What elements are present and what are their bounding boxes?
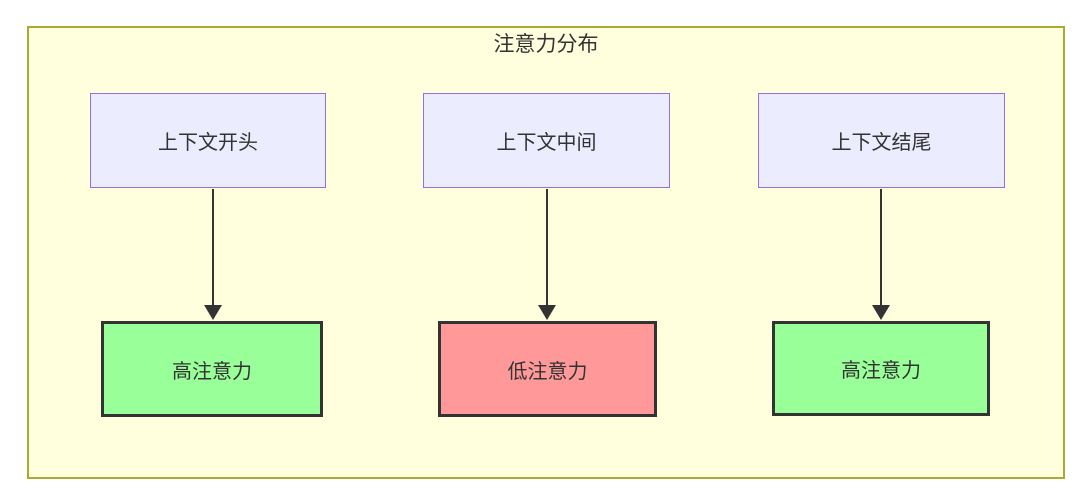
node-context-end: 上下文结尾	[758, 93, 1005, 188]
node-context-middle: 上下文中间	[423, 93, 670, 188]
node-low-attention-middle: 低注意力	[438, 321, 657, 417]
node-high-attention-left: 高注意力	[101, 321, 323, 417]
node-high-attention-right: 高注意力	[772, 321, 990, 416]
diagram-title: 注意力分布	[493, 33, 599, 56]
node-context-start: 上下文开头	[90, 93, 326, 188]
